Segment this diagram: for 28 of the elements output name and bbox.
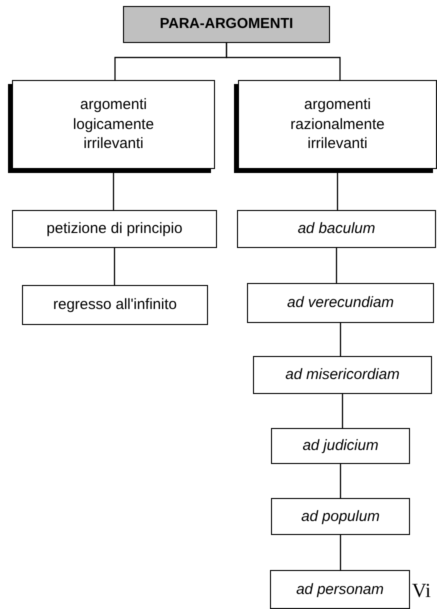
category-box bbox=[253, 356, 432, 394]
node-text: petizione di principio bbox=[46, 219, 182, 239]
category-box bbox=[271, 498, 410, 535]
node-text: ad judicium bbox=[302, 436, 378, 456]
node-text: ad populum bbox=[301, 506, 380, 526]
category-box bbox=[271, 428, 410, 464]
title-box bbox=[123, 6, 330, 43]
connector-line bbox=[340, 464, 342, 498]
category-box bbox=[247, 283, 434, 323]
node-text: ad baculum bbox=[298, 219, 376, 239]
node-text: PARA-ARGOMENTI bbox=[160, 15, 294, 34]
node-text: ad misericordiam bbox=[285, 365, 400, 385]
cut-off-text: Vi bbox=[412, 580, 431, 603]
category-box bbox=[12, 210, 217, 248]
node-text: ad personam bbox=[296, 580, 384, 600]
connector-line bbox=[340, 535, 342, 570]
node-text: ad verecundiam bbox=[287, 293, 394, 313]
node-text: regresso all'infinito bbox=[53, 295, 177, 315]
connector-line bbox=[114, 248, 116, 285]
connector-line bbox=[336, 248, 338, 283]
node-text: argomenti logicamente irrilevanti bbox=[72, 95, 155, 154]
node-text: argomenti razionalmente irrilevanti bbox=[289, 95, 386, 154]
connector-line bbox=[340, 323, 342, 356]
category-box bbox=[270, 570, 410, 609]
category-box bbox=[237, 210, 436, 248]
connector-line bbox=[342, 394, 344, 428]
category-box bbox=[22, 285, 208, 325]
connector-line bbox=[226, 43, 341, 80]
